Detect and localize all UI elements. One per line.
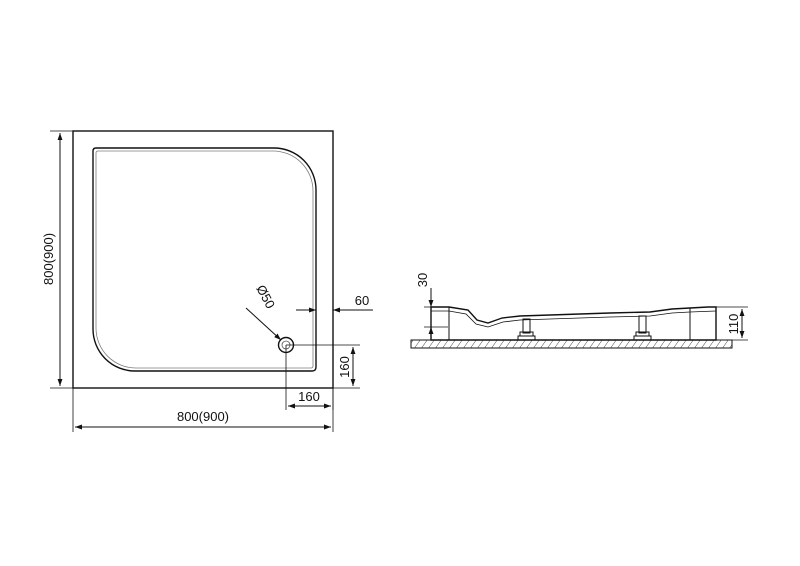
side-view: 30 110 — [410, 273, 748, 349]
foot-icon-right — [633, 315, 652, 341]
tray-profile-inner-top — [431, 310, 717, 328]
tray-outer-outline — [72, 130, 334, 389]
plan-view: Ø50 800(900) 800(900) 160 160 60 — [41, 130, 373, 432]
height-dimension-label: 800(900) — [41, 233, 56, 285]
tray-basin-inner-edge — [95, 150, 314, 369]
tray-basin-outline — [92, 147, 317, 372]
drain-x-dimension-label: 160 — [298, 389, 320, 404]
width-dimension-label: 800(900) — [177, 409, 229, 424]
floor-hatch — [410, 339, 733, 349]
drain-y-dimension-label: 160 — [337, 356, 352, 378]
total-height-label: 110 — [726, 314, 741, 335]
foot-icon-left — [517, 318, 536, 341]
rim-dimension-label: 60 — [355, 293, 369, 308]
drain-diameter-leader — [245, 307, 282, 341]
tray-profile — [430, 306, 717, 341]
drain-diameter-label: Ø50 — [253, 282, 278, 311]
rim-height-label: 30 — [415, 273, 430, 287]
